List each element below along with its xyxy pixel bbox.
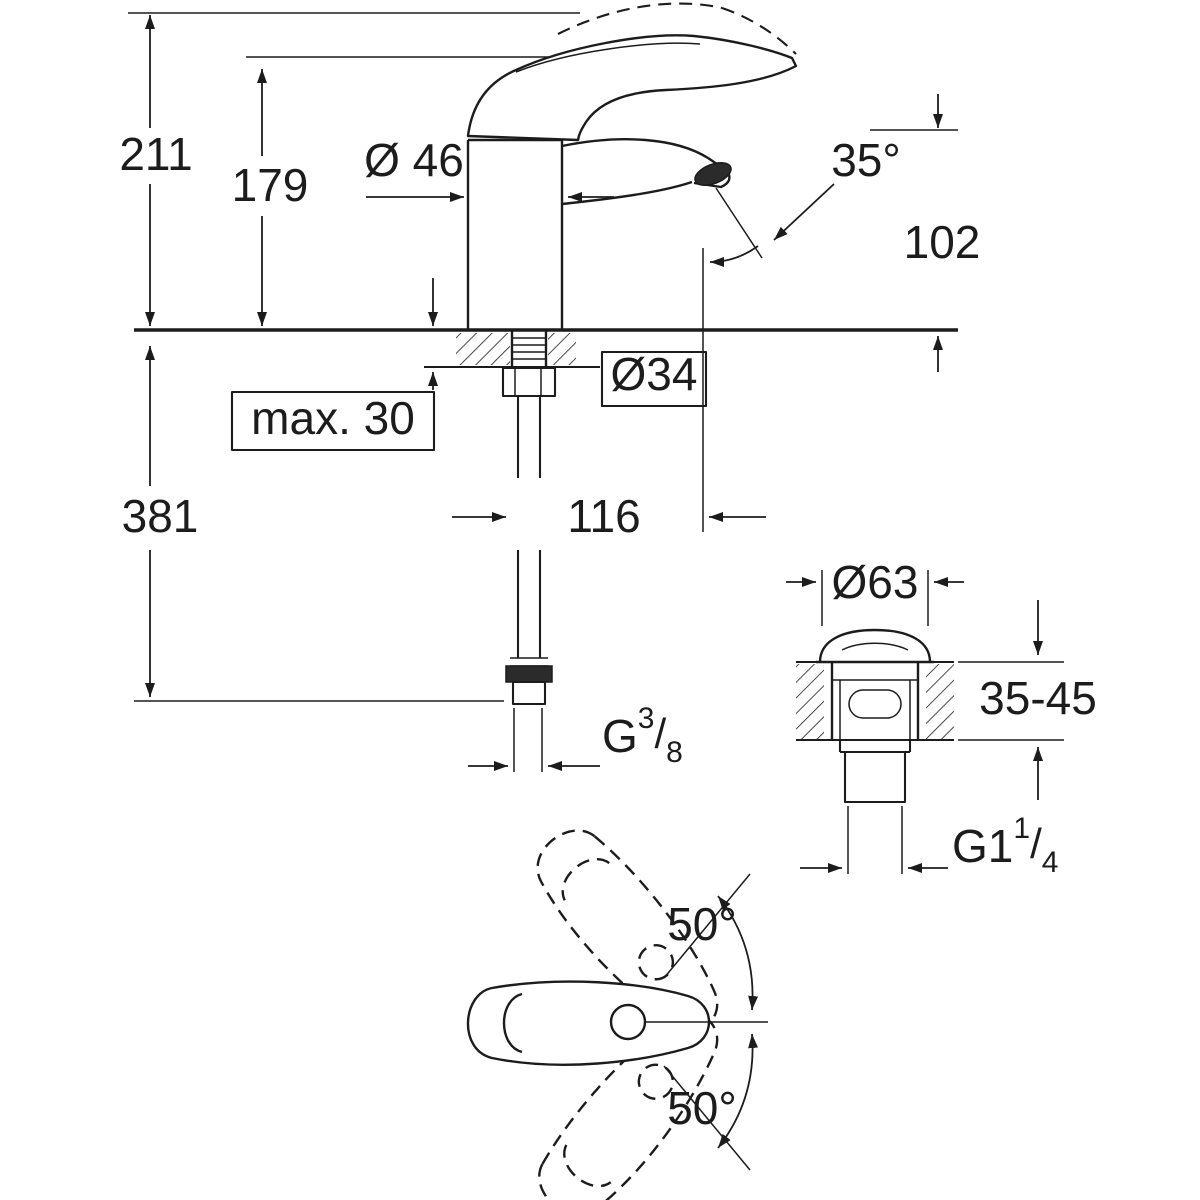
supply-connector-nut <box>511 680 547 706</box>
dim-swivel-up-label: 50° <box>667 898 737 950</box>
d34-frame <box>600 350 708 408</box>
supply-pipe-upper <box>516 396 542 478</box>
label-frames <box>230 350 708 452</box>
dim-spout-outlet-height-label: 102 <box>904 216 981 268</box>
handle-raised-outline-2 <box>721 7 797 55</box>
mounting-nut <box>501 366 557 398</box>
dimension-lines <box>150 15 1043 873</box>
waste-cap-inner <box>841 642 909 651</box>
handle-swivel-view <box>466 812 768 1200</box>
supply-shank <box>501 330 557 706</box>
swivel-leg-down <box>663 1065 751 1171</box>
dim-body-diameter-label: Ø 46 <box>364 134 464 186</box>
dim-hole-diameter-label: Ø34 <box>611 348 698 400</box>
lever-neutral-position <box>466 980 711 1066</box>
waste-slot <box>848 689 902 719</box>
dim-supply-thread-label: G3/8 <box>602 702 683 769</box>
spout-lower <box>561 180 693 206</box>
swivel-leg-up <box>663 873 751 979</box>
waste-deck-hatch-right <box>926 664 954 739</box>
swivel-arc-down <box>717 1033 759 1149</box>
extension-lines <box>128 12 1064 874</box>
waste-retaining-nut <box>843 750 907 804</box>
dim-depth-below-label: 381 <box>122 490 199 542</box>
faucet-front-view <box>466 2 798 330</box>
shank-threads <box>513 337 545 360</box>
waste-deck-hatch-left <box>796 664 824 739</box>
dim-waste-thread-label: G11/4 <box>952 812 1058 879</box>
supply-connector-band <box>505 665 553 683</box>
dim-max-deck-label: max. 30 <box>251 392 415 444</box>
dimension-labels: 211 179 Ø 46 35° 102 Ø34 max. 30 381 116… <box>119 128 1097 1134</box>
dim-spout-angle-label: 35° <box>831 134 901 186</box>
max30-frame <box>230 390 436 452</box>
dim-waste-flange-label: Ø63 <box>832 556 919 608</box>
deck-hatch-right <box>548 333 576 365</box>
dim-waste-deck-range-label: 35-45 <box>979 672 1097 724</box>
swivel-arc-up <box>717 895 759 1011</box>
dim-swivel-down-label: 50° <box>667 1082 737 1134</box>
handle-inner-line <box>515 42 701 73</box>
supply-pipe-lower <box>516 550 542 658</box>
handle-raised-outline <box>557 2 723 35</box>
dim-35deg-leader <box>773 183 835 241</box>
water-stream-line <box>715 187 763 259</box>
deck-hatch-left <box>456 333 510 365</box>
popup-waste-side-view <box>796 628 954 804</box>
handle-lever-outline <box>466 34 798 142</box>
dim-spout-reach-label: 116 <box>567 490 640 542</box>
spout-upper <box>561 138 727 171</box>
aerator-outlet <box>694 162 732 186</box>
waste-cap <box>818 628 932 663</box>
dim-body-height-label: 179 <box>232 159 309 211</box>
dim-total-height-label: 211 <box>119 128 192 180</box>
dim-35deg-arc <box>709 245 759 267</box>
